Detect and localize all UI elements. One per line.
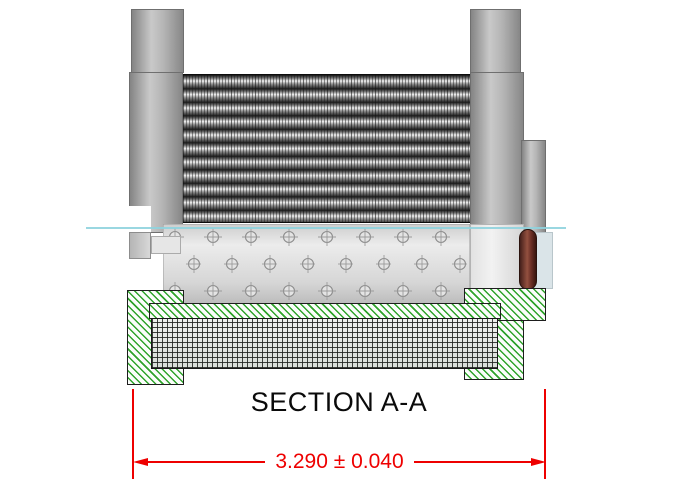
perforated-holes-graphic [162,223,471,309]
o-ring-seal [519,229,537,290]
section-label: SECTION A-A [250,387,428,417]
dimension-line: 3.290 ± 0.040 [133,449,547,475]
left-end-cap-notch [129,206,151,233]
right-end-cap-lower [470,224,524,290]
support-liner-section [149,303,501,319]
right-end-cap [470,72,524,233]
extension-line-left [132,389,134,479]
dimension-text: 3.290 ± 0.040 [275,450,404,473]
dimension-line-segment-right [413,461,532,463]
pleated-filter-media [183,74,470,223]
arrowhead-right-icon [531,458,547,466]
left-cap-step [129,232,151,259]
left-cap-step-inner [151,236,181,254]
centerline [86,227,566,229]
left-top-flange [131,9,184,73]
right-boss [521,140,546,233]
right-top-flange [470,9,521,73]
perforated-core-tube [162,223,471,309]
arrowhead-left-icon [133,458,148,466]
extension-line-right [544,389,546,479]
wire-mesh-screen [151,318,498,369]
dimension-line-segment-left [148,461,266,463]
